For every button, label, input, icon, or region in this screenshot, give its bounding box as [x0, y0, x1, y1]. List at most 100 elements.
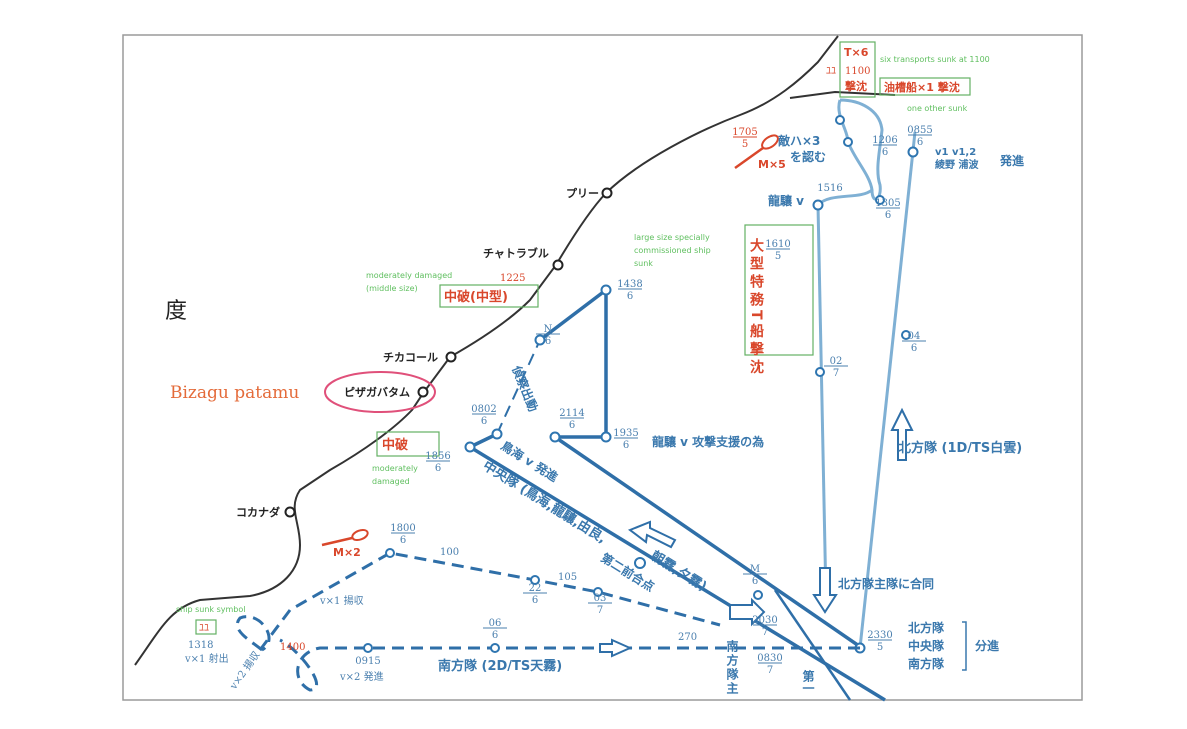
route-node — [600, 431, 612, 443]
note-moderately-damaged-middle: moderately damaged — [366, 271, 452, 280]
time-label: 04 — [908, 331, 921, 342]
day-label: 6 — [492, 630, 498, 641]
label-sunk: 撃沈 — [845, 79, 867, 93]
day-label: 6 — [532, 595, 538, 606]
day-label: 6 — [623, 440, 629, 451]
time-label: 22 — [529, 583, 542, 594]
route-first-force — [773, 589, 852, 701]
label-launch-top: v1 v1,2 — [935, 147, 976, 158]
place-chicacole: チカコール — [383, 351, 438, 364]
day-label: 5 — [742, 139, 748, 150]
place-marker-chicacole — [445, 351, 457, 363]
aircraft-icon — [321, 528, 369, 547]
note-box — [195, 619, 217, 635]
route-node — [600, 284, 612, 296]
second-rendezvous-marker — [634, 557, 646, 569]
day-label: 6 — [885, 210, 891, 221]
time-label: N — [544, 324, 553, 335]
route-node — [363, 643, 373, 653]
route-ryujo-return — [554, 435, 863, 650]
place-vizagapatam: ピザガバタム — [344, 385, 410, 399]
note-box — [439, 284, 539, 308]
time-label: 1438 — [617, 279, 642, 290]
label-time-1100: 1100 — [845, 66, 870, 77]
day-label: 6 — [882, 147, 888, 158]
route-ryujo-strike — [538, 286, 608, 439]
day-label: 7 — [833, 368, 839, 379]
route-node — [490, 643, 500, 653]
route-node — [875, 195, 885, 205]
highlight-circle — [324, 371, 436, 413]
label-enemy-sighted: 敵ハ×3 — [778, 133, 820, 148]
route-node — [753, 590, 763, 600]
note-ship-sunk-symbol: ship sunk symbol — [176, 605, 245, 614]
northern-force-arrow-icon — [890, 407, 914, 461]
label-time-1400: 1400 — [280, 642, 305, 653]
day-label: 5 — [775, 251, 781, 262]
day-label: 5 — [877, 642, 883, 653]
time-label: 1610 — [765, 239, 790, 250]
note-one-other: one other sunk — [907, 104, 968, 113]
course-label: 105 — [558, 572, 577, 583]
route-southern-force — [279, 638, 860, 692]
time-label: 1705 — [732, 127, 757, 138]
route-node — [843, 137, 853, 147]
day-label: 7 — [767, 665, 773, 676]
day-label: 6 — [481, 416, 487, 427]
place-puri: プリー — [566, 186, 599, 200]
day-label: 6 — [400, 535, 406, 546]
label-m5: M×5 — [758, 158, 786, 171]
time-label: M — [750, 564, 760, 575]
join-arrow-icon — [812, 567, 838, 614]
label-m2: M×2 — [333, 546, 361, 559]
note-moderately-damaged: damaged — [372, 477, 410, 486]
note-large-ship: large size specially — [634, 233, 710, 242]
label-first-force: 第一 — [801, 669, 815, 694]
time-label: 1856 — [425, 451, 450, 462]
time-label: 0830 — [757, 653, 782, 664]
route-node — [534, 334, 546, 346]
route-node — [385, 548, 395, 558]
label-northern-force: 北方隊 (1D/TS白雲) — [898, 440, 1022, 456]
time-label: 1800 — [390, 523, 415, 534]
label-transports-6: T×6 — [844, 46, 869, 59]
time-label: 0915 — [355, 656, 380, 667]
route-node — [907, 146, 919, 158]
label-split-north: 北方隊 — [908, 620, 945, 635]
place-chatrapur: チャトラブル — [483, 246, 549, 260]
southern-force-arrow-icon — [599, 638, 633, 658]
course-label: 270 — [678, 632, 697, 643]
route-ryujo-south — [816, 204, 828, 601]
day-label: 6 — [627, 291, 633, 302]
route-node — [530, 575, 540, 585]
time-label: 2030 — [752, 615, 777, 626]
label-launch-top: 発進 — [999, 153, 1025, 168]
label-enemy-sighted: を認む — [790, 149, 826, 164]
note-six-transports: six transports sunk at 1100 — [880, 55, 990, 64]
label-ryujo-support: 龍驤 v 攻撃支援の為 — [652, 434, 764, 449]
label-moderate-damage-middle: 中破(中型) — [444, 289, 508, 305]
ship-sunk-icon: ﾕﾕ — [826, 66, 836, 77]
route-southern-aircraft — [236, 551, 721, 652]
label-ryujo-v: 龍驤 v — [768, 193, 804, 208]
label-southern-main: 南方隊主 — [725, 639, 739, 696]
time-label: 03 — [594, 593, 607, 604]
route-node — [491, 428, 503, 440]
day-label: 6 — [752, 576, 758, 587]
note-box — [879, 77, 971, 96]
time-label: 1935 — [613, 428, 638, 439]
note-moderately-damaged: moderately — [372, 464, 418, 473]
note-large-ship: commissioned ship — [634, 246, 711, 255]
time-label: 2114 — [559, 408, 584, 419]
label-large-ship-sunk: 大型特務T船撃沈 — [748, 237, 764, 377]
place-marker-chatrapur — [552, 259, 564, 271]
label-moderate-damage: 中破 — [382, 437, 408, 453]
route-node — [464, 441, 476, 453]
route-recon — [496, 339, 541, 435]
time-label: 2330 — [867, 630, 892, 641]
time-label: 1206 — [872, 135, 897, 146]
place-cocanada: コカナダ — [236, 505, 280, 519]
ship-sunk-symbol-icon: ﾕﾕ — [199, 623, 209, 634]
day-label: 7 — [762, 627, 768, 638]
